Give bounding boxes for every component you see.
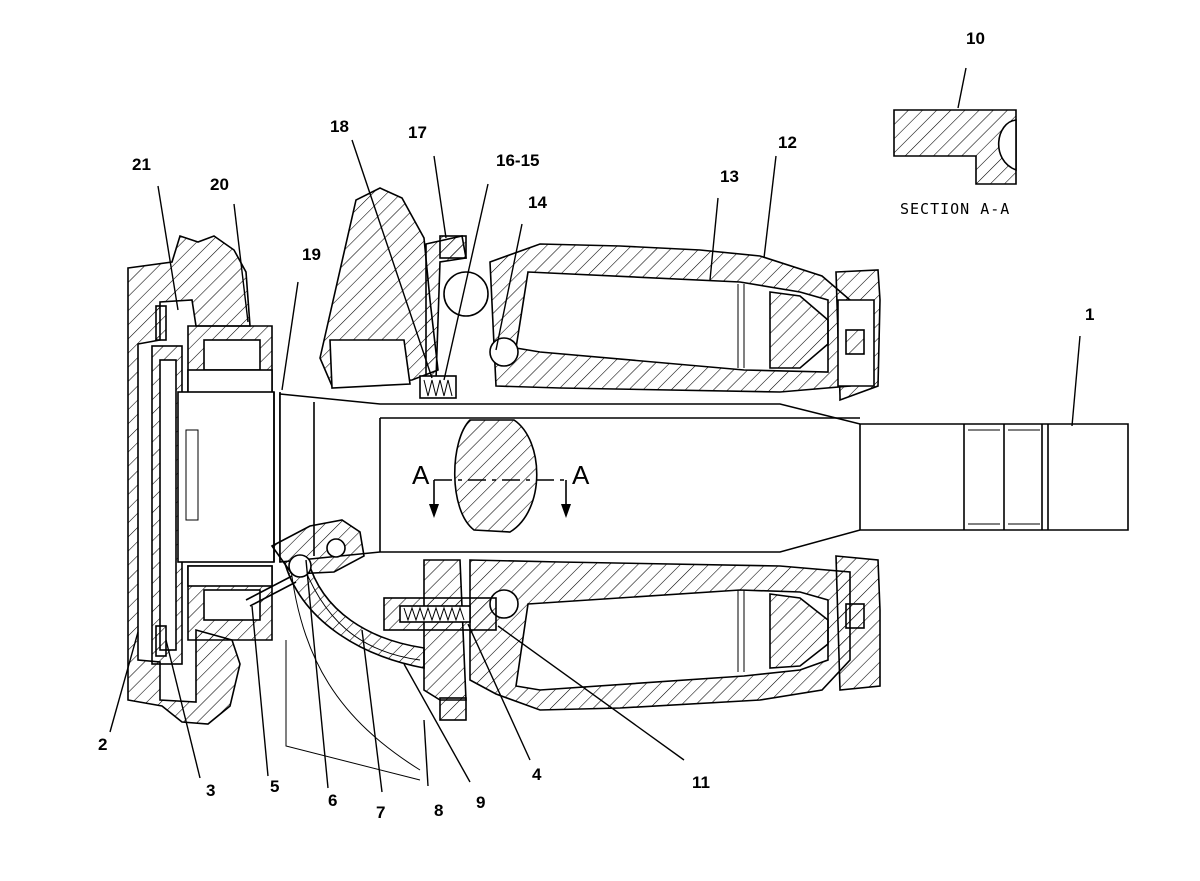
cylinder-barrel-lower — [469, 559, 851, 711]
front-bearing-housing — [835, 269, 881, 691]
drive-shaft — [279, 393, 1129, 563]
callout-10: 10 — [966, 29, 985, 48]
callout-6: 6 — [328, 791, 337, 810]
valve-plate-bore — [177, 391, 281, 563]
section-cut-label-left: A — [412, 460, 430, 490]
swashplate — [282, 187, 439, 781]
callout-7: 7 — [376, 803, 385, 822]
callout-2: 2 — [98, 735, 107, 754]
section-title: SECTION A-A — [900, 200, 1010, 218]
port-block — [187, 325, 273, 641]
spring-lower — [383, 597, 497, 631]
callout-16-15: 16-15 — [496, 151, 539, 170]
leader-lines — [109, 67, 1081, 793]
callout-8: 8 — [434, 801, 443, 820]
cylinder-barrel-upper — [489, 243, 851, 393]
callout-14: 14 — [528, 193, 547, 212]
section-cut-line: A A — [412, 460, 590, 518]
callout-labels: 1 2 3 4 5 6 7 8 9 10 11 12 13 14 16-15 1… — [98, 29, 1094, 822]
callout-5: 5 — [270, 777, 279, 796]
callout-12: 12 — [778, 133, 797, 152]
callout-9: 9 — [476, 793, 485, 812]
callout-4: 4 — [532, 765, 542, 784]
end-cover-housing — [127, 234, 251, 725]
callout-21: 21 — [132, 155, 151, 174]
callout-20: 20 — [210, 175, 229, 194]
kidney-port — [453, 419, 538, 533]
section-a-a-detail: SECTION A-A — [893, 109, 1017, 218]
callout-13: 13 — [720, 167, 739, 186]
callout-3: 3 — [206, 781, 215, 800]
callout-1: 1 — [1085, 305, 1094, 324]
callout-11: 11 — [692, 773, 710, 792]
section-cut-label-right: A — [572, 460, 590, 490]
callout-19: 19 — [302, 245, 321, 264]
callout-17: 17 — [408, 123, 427, 142]
spring-upper — [419, 375, 457, 399]
callout-18: 18 — [330, 117, 349, 136]
